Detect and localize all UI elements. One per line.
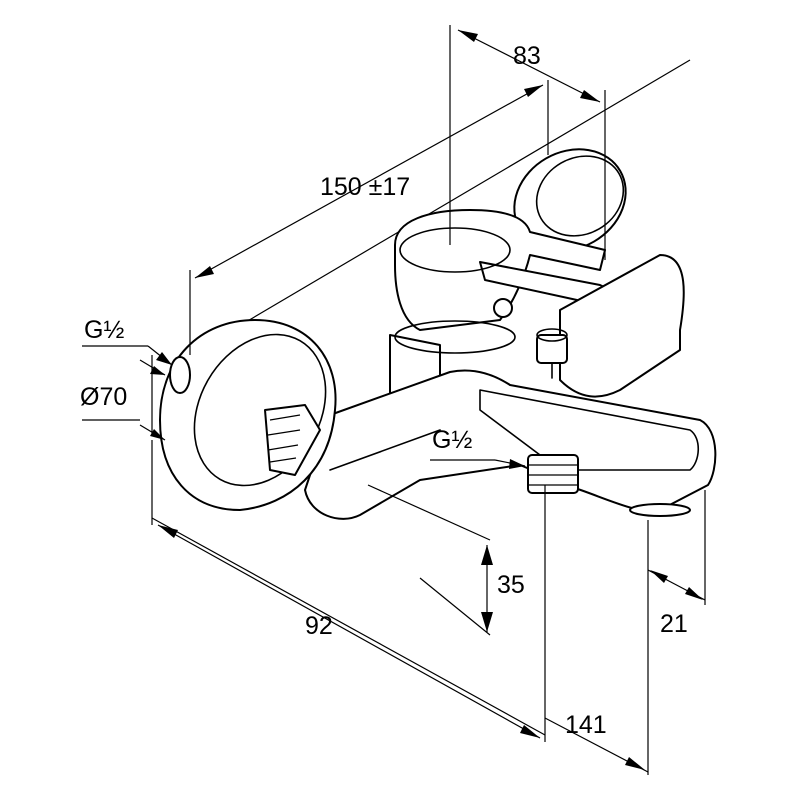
eccentric-connector xyxy=(264,404,321,476)
dimension-83 xyxy=(449,25,606,260)
dimension-g12-outlet xyxy=(430,459,526,469)
dimension-35-label: 35 xyxy=(497,571,525,599)
g12-left-label: G½ xyxy=(84,316,125,344)
dimension-141 xyxy=(544,485,649,775)
dimension-21-label: 21 xyxy=(660,610,688,638)
dimension-83-label: 83 xyxy=(513,42,541,70)
dimension-35 xyxy=(367,484,493,636)
right-wall-rosette xyxy=(513,148,627,252)
dimension-92-label: 92 xyxy=(305,612,333,640)
dimension-150-label: 150 ±17 xyxy=(320,173,411,201)
spout xyxy=(304,254,717,520)
g12-outlet-label: G½ xyxy=(432,426,473,454)
dimension-150 xyxy=(189,80,549,355)
dimension-92 xyxy=(151,440,546,739)
dimension-d70 xyxy=(82,355,166,441)
wall-reference-line xyxy=(189,59,691,356)
outlet-thread xyxy=(527,454,579,494)
dimension-g12-left xyxy=(82,345,173,366)
dimension-141-label: 141 xyxy=(565,711,607,739)
mixer-handle xyxy=(394,209,610,331)
diverter-knob xyxy=(536,328,568,379)
d70-label: Ø70 xyxy=(80,383,128,411)
dimension-21 xyxy=(647,490,706,605)
